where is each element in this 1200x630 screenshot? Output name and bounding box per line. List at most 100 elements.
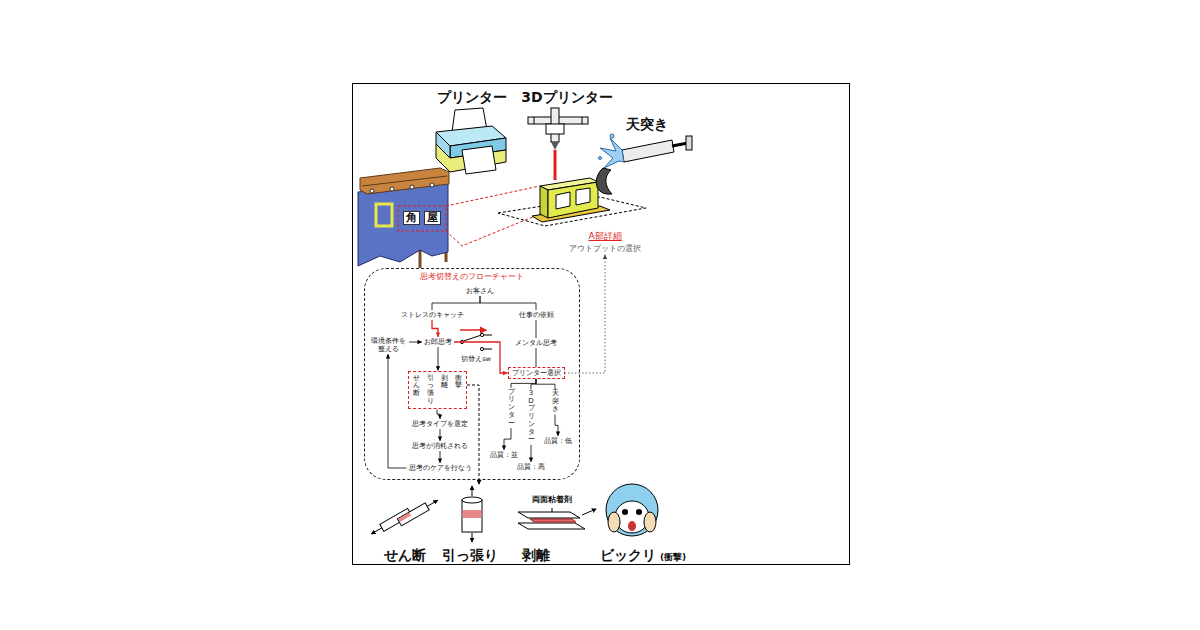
arrowhead: [386, 354, 390, 359]
connector-line: [388, 354, 407, 468]
printer-illustration: [462, 146, 496, 174]
thought-type-box: せん断引っ張り剥離衝撃: [408, 371, 467, 410]
shear-illustration: [371, 528, 381, 534]
tentsuki-illustration: [622, 140, 674, 162]
peel-illustration: [518, 512, 580, 518]
device-label: 3Dプリンター: [521, 89, 612, 105]
flow-text: 思考のケアを行なう: [407, 463, 474, 473]
connector-line: [536, 348, 537, 367]
switch-symbol: [484, 349, 492, 350]
node-text: 仕事の依頼: [519, 311, 554, 319]
printed-object: [540, 186, 548, 218]
tension-illustration: [472, 486, 473, 496]
node-text: 思考切替えのフローチャート: [365, 272, 579, 281]
flow-text: ストレスのキャッチ: [399, 310, 466, 320]
node-text: 思考が消耗される: [412, 442, 468, 450]
printer-select-box: プリンター選択: [508, 367, 565, 379]
switch-symbol: [460, 329, 486, 331]
connector: [437, 409, 442, 419]
shop-awning: [362, 176, 447, 186]
node-text: ストレスのキャッチ: [401, 311, 464, 319]
arrowhead: [436, 332, 440, 337]
3d-printer-illustration: [582, 117, 583, 124]
connector-line: [432, 296, 480, 310]
connector-line: [511, 379, 536, 388]
flowchart-frame: 思考切替えのフローチャートお客さんストレスのキャッチ 仕事の依頼環境条件を 整える…: [364, 268, 580, 480]
tentsuki-illustration: [600, 138, 624, 168]
connector: [531, 379, 536, 389]
printed-object: [548, 182, 598, 218]
switch-symbol: [484, 335, 492, 336]
connector: [502, 428, 511, 450]
figure-label: せん断: [384, 547, 426, 563]
shear-illustration: [397, 503, 429, 526]
node-text: 品質：並: [490, 451, 518, 459]
tentsuki-illustration: [686, 136, 692, 150]
printed-object: [576, 188, 590, 205]
arrowhead: [556, 431, 560, 436]
tension-illustration: [463, 510, 482, 518]
sign-character: 屋: [424, 211, 441, 226]
tension-illustration: [462, 500, 482, 532]
switch-symbol: [480, 347, 483, 350]
flow-text: お客さん: [464, 286, 496, 296]
figure-label: 剥離: [522, 547, 550, 563]
node-text: 思考タイプを選定: [412, 420, 468, 428]
node-text: 引っ張り: [427, 375, 434, 406]
shop-awning: [370, 189, 374, 193]
switch-label: 切替えsw: [461, 356, 491, 363]
peel-illustration: [518, 523, 585, 529]
flow-text: メンタル思考: [513, 338, 559, 348]
shear-illustration: [369, 493, 439, 540]
device-label: 天突き: [626, 116, 668, 132]
flow-text: 仕事の依頼: [517, 310, 556, 320]
arrowhead: [438, 436, 442, 441]
tentsuki-illustration: [599, 157, 602, 160]
arrowhead: [603, 254, 607, 259]
connector-line: [480, 296, 536, 310]
peel-illustration: [552, 508, 553, 512]
tentsuki-illustration: [596, 168, 612, 194]
connector: [386, 354, 407, 468]
surprised-face: [606, 484, 658, 536]
connector: [536, 379, 555, 390]
connector: [529, 445, 533, 462]
flow-text: 思考タイプを選定: [410, 419, 470, 429]
arrowhead: [438, 458, 442, 463]
connector: [536, 320, 537, 338]
arrowhead: [529, 457, 533, 462]
switch-symbol: [464, 336, 481, 342]
node-text: アウトプットの選択: [569, 245, 641, 254]
shop-awning: [358, 168, 540, 268]
connector: [409, 340, 422, 344]
node-text: メンタル思考: [515, 339, 557, 347]
printed-object: [556, 192, 570, 209]
tension-illustration: [472, 533, 473, 542]
printer-illustration: [436, 108, 506, 174]
shop-awning: [446, 214, 540, 246]
vertical-text: プリンター: [506, 388, 517, 428]
node-text: 環境条件を 整える: [371, 337, 406, 353]
tentsuki-illustration: [596, 134, 692, 194]
node-text: せん断: [413, 375, 420, 398]
node-text: A部詳細: [569, 231, 641, 241]
3d-printer-illustration: [546, 124, 564, 134]
3d-printer-illustration: [554, 150, 557, 180]
connector: [536, 348, 537, 367]
connector-line: [454, 342, 508, 373]
panel-border: [353, 84, 850, 565]
shear-illustration: [398, 513, 411, 523]
node-text: 衝撃: [455, 375, 462, 390]
detail-note: A部詳細アウトプットの選択: [567, 230, 643, 255]
surprised-face: [608, 512, 620, 532]
connector: [480, 296, 536, 310]
node-text: 天突き: [552, 390, 559, 413]
connector-line: [531, 379, 536, 389]
3d-printer-illustration: [551, 142, 559, 150]
node-text: お客さん: [466, 287, 494, 295]
shop-awning: [410, 185, 414, 189]
shop-awning: [398, 206, 446, 231]
vertical-text: 3Dプリンター: [526, 389, 537, 445]
connector: [511, 379, 536, 388]
flow-text: 環境条件を 整える: [367, 336, 409, 354]
